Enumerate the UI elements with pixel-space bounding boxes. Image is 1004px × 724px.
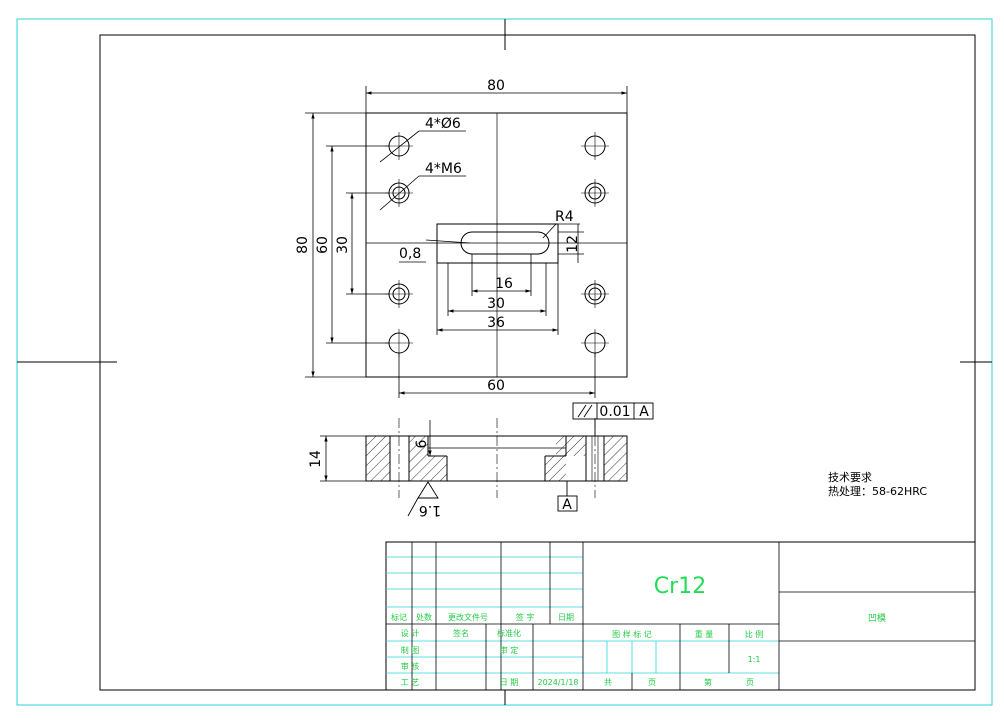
label-check: 审 定 — [500, 645, 519, 655]
col-count: 处数 — [416, 612, 432, 622]
dim-80-label: 80 — [487, 78, 505, 94]
label-process: 工 艺 — [401, 678, 420, 687]
dim-36 — [436, 263, 559, 335]
leader-d6 — [379, 130, 466, 163]
label-depth-6: 6 — [414, 439, 430, 448]
label-r4: R4 — [555, 209, 574, 225]
part-name: 凹模 — [868, 613, 886, 624]
col-signature: 签 字 — [516, 612, 535, 622]
label-sheet-page: 页 — [746, 678, 754, 687]
dim-80v-label: 80 — [295, 236, 311, 254]
pocket-outline — [436, 223, 559, 264]
tolerance-datum: A — [639, 404, 649, 420]
tolerance-frame — [572, 402, 654, 436]
dim-30-horizontal — [447, 263, 547, 316]
label-12: 12 — [565, 235, 581, 253]
label-stage-mark: 图 样 标 记 — [612, 629, 652, 639]
label-page: 页 — [648, 678, 656, 687]
label-scale: 比 例 — [745, 629, 764, 639]
col-change-doc: 更改文件号 — [448, 612, 488, 622]
label-drawing: 制 图 — [401, 645, 420, 655]
label-14: 14 — [308, 450, 324, 468]
material: Cr12 — [654, 574, 706, 599]
datum-a — [557, 481, 578, 512]
label-4xm6: 4*M6 — [425, 161, 462, 177]
date-value: 2024/1/18 — [537, 678, 578, 687]
notes-title: 技术要求 — [828, 471, 872, 484]
col-mark: 标记 — [391, 612, 407, 622]
label-review: 审 核 — [401, 661, 420, 671]
leader-m6 — [379, 175, 466, 211]
label-weight: 重 量 — [695, 629, 714, 639]
dim-12 — [558, 224, 584, 263]
dim-16 — [471, 254, 532, 296]
outer-frame — [16, 18, 993, 706]
label-standardization: 标准化 — [497, 628, 521, 638]
label-date: 日 期 — [500, 678, 519, 687]
label-total: 共 — [604, 678, 612, 687]
dim-30v-label: 30 — [335, 236, 351, 254]
label-0-8: 0,8 — [399, 246, 421, 262]
label-4xd6: 4*Ø6 — [425, 116, 461, 132]
label-60h: 60 — [487, 378, 505, 394]
label-30h: 30 — [487, 296, 505, 312]
label-design: 设 计 — [401, 628, 420, 638]
label-sheet: 第 — [704, 677, 712, 687]
dim-80-vertical — [305, 112, 366, 378]
section-view: 14 6 1.6 A 0.01 A — [308, 402, 654, 518]
title-block — [385, 541, 976, 691]
dim-60v-label: 60 — [315, 236, 331, 254]
dim-80-horizontal — [365, 86, 628, 113]
dim-0-8 — [399, 239, 471, 263]
plate-outline — [365, 112, 628, 378]
roughness-symbol — [407, 481, 439, 517]
tolerance-value: 0.01 — [599, 404, 630, 420]
label-36: 36 — [487, 315, 505, 331]
label-datum-a: A — [562, 497, 572, 513]
scale-value: 1:1 — [748, 655, 761, 664]
hole-centermarks — [385, 132, 609, 357]
top-view: 80 80 60 30 4*Ø6 — [295, 78, 628, 398]
col-date: 日期 — [558, 613, 574, 622]
dim-30-vertical — [346, 192, 389, 295]
leader-r4 — [542, 223, 580, 239]
label-16: 16 — [495, 276, 513, 292]
centering-marks — [17, 19, 992, 705]
dim-60-horizontal — [398, 353, 596, 398]
label-signature: 签名 — [453, 628, 469, 638]
label-roughness: 1.6 — [419, 502, 441, 518]
section-outline — [365, 435, 628, 482]
dim-60-vertical — [326, 145, 389, 344]
notes-heat-treatment: 热处理：58-62HRC — [828, 485, 927, 498]
